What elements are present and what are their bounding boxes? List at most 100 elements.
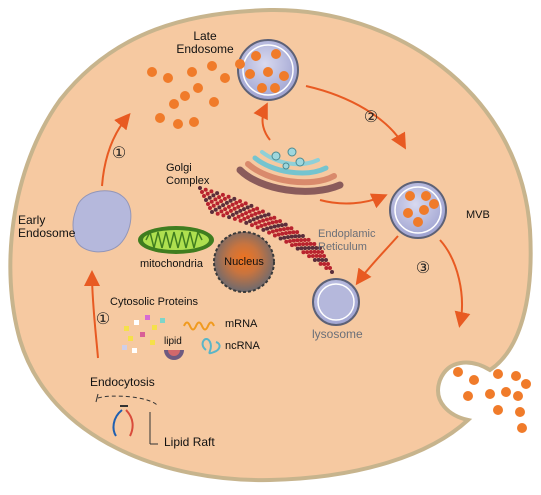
er-dot — [295, 238, 300, 243]
er-dot — [289, 226, 294, 231]
er-dot — [220, 192, 225, 197]
er-dot — [253, 211, 258, 216]
er-dot — [312, 242, 317, 246]
er-dot — [213, 207, 218, 212]
er-dot — [245, 205, 250, 210]
er-dot — [238, 218, 243, 223]
arrow-endocytosis-up — [84, 270, 101, 359]
lipid-raft — [95, 393, 159, 445]
er-dot — [264, 217, 269, 222]
er-dot — [272, 215, 277, 220]
er-dot — [318, 254, 323, 258]
er-dot — [217, 205, 222, 210]
er-dot — [290, 243, 294, 248]
er-dot — [205, 191, 210, 196]
er-dot — [301, 242, 306, 247]
er-dot — [272, 224, 277, 229]
er-dot — [257, 219, 262, 224]
er-dot — [322, 262, 327, 266]
er-dot — [330, 270, 334, 274]
er-dot — [297, 234, 302, 239]
er-dot — [318, 246, 322, 250]
er-dot — [295, 246, 300, 251]
er-dot — [283, 222, 288, 227]
arrow-late-to-mvb — [305, 85, 406, 150]
er-dot — [293, 242, 298, 247]
er-dot — [221, 203, 226, 208]
er-dot — [255, 206, 260, 211]
er-dot — [230, 202, 235, 207]
late-endosome-vesicle — [270, 83, 280, 93]
arrow-mvb-to-lysosome — [355, 235, 399, 286]
label-late-endosome: Late Endosome — [176, 29, 234, 56]
er-dot — [293, 234, 298, 239]
er-dot — [326, 262, 330, 266]
step-marker-3: ③ — [415, 258, 431, 277]
er-dot — [253, 221, 258, 226]
late-endosome-vesicle — [279, 71, 289, 81]
late-endosome-vesicle — [263, 67, 273, 77]
mvb-vesicle — [403, 208, 413, 218]
er-dot — [219, 199, 224, 204]
er-dot — [215, 201, 220, 206]
er-dot — [320, 250, 324, 254]
er-dot — [210, 210, 214, 214]
label-endoplasmic-reticulum: Endoplamic Reticulum — [318, 228, 376, 253]
er-dot — [249, 213, 254, 218]
er-dot — [198, 186, 202, 190]
er-dot — [251, 217, 256, 222]
mvb — [389, 181, 447, 239]
er-dot — [242, 207, 246, 212]
er-dot — [211, 193, 216, 198]
er-dot — [234, 200, 239, 205]
er-dot — [209, 189, 214, 194]
er-dot — [274, 219, 279, 224]
er-dot — [203, 187, 208, 192]
er-dot — [224, 200, 229, 205]
er-dot — [289, 234, 294, 239]
er-dot — [266, 221, 271, 226]
er-dot — [249, 203, 254, 208]
er-dot — [278, 219, 282, 224]
er-dot — [206, 202, 210, 206]
er-dot — [200, 190, 204, 194]
er-dot — [236, 214, 241, 219]
er-dot — [316, 257, 321, 262]
er-dot — [222, 196, 227, 201]
er-dot — [278, 236, 283, 241]
er-dot — [243, 201, 248, 206]
er-dot — [278, 227, 283, 232]
er-dot — [267, 230, 272, 235]
er-dot — [322, 254, 326, 258]
er-dot — [268, 225, 273, 230]
er-dot — [276, 232, 281, 237]
er-dot — [291, 238, 296, 243]
mvb-vesicle — [429, 199, 439, 209]
er-dot — [217, 195, 222, 200]
label-endocytosis: Endocytosis — [90, 375, 155, 389]
er-dot — [263, 222, 268, 227]
er-dot — [215, 191, 220, 196]
er-dot — [320, 258, 325, 262]
er-dot — [204, 198, 208, 202]
er-dot — [276, 223, 281, 228]
er-dot — [240, 203, 244, 208]
er-dot — [225, 211, 230, 216]
er-dot — [312, 249, 317, 254]
arrows — [84, 85, 471, 359]
late-endosome-vesicle — [245, 69, 255, 79]
mitochondria — [138, 226, 214, 254]
er-dot — [307, 254, 312, 259]
er-dot — [211, 203, 216, 208]
er-dot — [261, 218, 266, 223]
er-dot — [287, 230, 292, 235]
er-dot — [209, 199, 214, 204]
step-marker-2: ② — [363, 107, 379, 126]
er-dot — [306, 237, 311, 242]
er-dot — [301, 250, 306, 255]
mrna-icon — [183, 321, 215, 331]
er-dot — [310, 245, 315, 250]
er-dot — [314, 253, 319, 258]
er-dot — [247, 209, 252, 214]
